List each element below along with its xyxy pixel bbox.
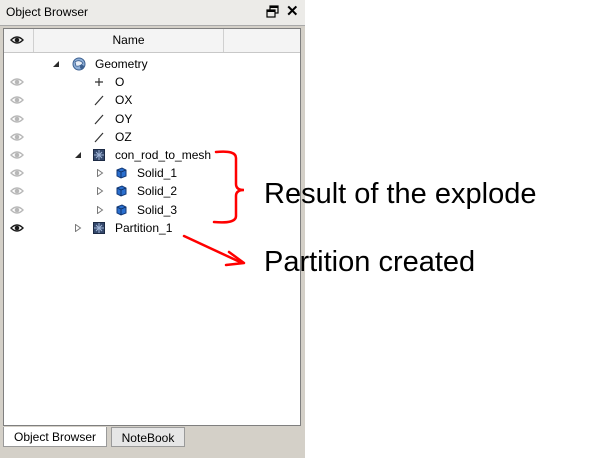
tree-item[interactable]: Solid_2 [4,182,300,200]
eye-icon[interactable] [10,114,24,124]
partition-arrow-line [182,234,242,264]
collapse-arrow-icon[interactable] [52,60,60,68]
tree-item[interactable]: O [4,73,300,91]
eye-icon[interactable] [10,186,24,196]
eye-icon[interactable] [10,150,24,160]
tree-item[interactable]: Solid_1 [4,164,300,182]
solid-icon [116,204,127,216]
tree-item[interactable]: OZ [4,128,300,146]
visibility-column-header[interactable] [4,29,34,52]
tree-item-label: OX [115,93,133,108]
tree-item[interactable]: Geometry [4,55,300,73]
tree-item-label: Solid_2 [137,184,178,199]
vector-icon [94,132,104,143]
name-column-header[interactable]: Name [34,29,224,52]
eye-icon[interactable] [10,77,24,87]
tree-item-label: con_rod_to_mesh [115,148,212,162]
tree-item-label: Geometry [95,57,148,71]
close-icon[interactable]: ✕ [286,3,299,20]
eye-icon[interactable] [10,223,24,233]
eye-icon[interactable] [10,168,24,178]
eye-icon[interactable] [10,205,24,215]
eye-icon [10,36,24,44]
tree-item-label: Solid_3 [137,202,178,217]
tree-item[interactable]: OX [4,91,300,109]
tree-item[interactable]: Partition_1 [4,219,300,237]
compound-icon [93,221,105,234]
tab-bar: Object Browser NoteBook [3,427,301,449]
panel-title: Object Browser [6,5,89,19]
solid-icon [116,167,127,179]
tree-item-label: Partition_1 [115,220,173,235]
solid-icon [116,185,127,197]
explode-brace [212,150,245,224]
expand-arrow-icon[interactable] [74,223,82,232]
title-bar: Object Browser ✕ [0,0,305,26]
partition-annotation: Partition created [264,246,476,278]
tree-item[interactable]: Solid_3 [4,201,300,219]
tab-notebook[interactable]: NoteBook [111,427,185,447]
float-window-icon[interactable] [266,5,279,18]
eye-icon[interactable] [10,132,24,142]
expand-arrow-icon[interactable] [96,187,104,196]
tab-object-browser[interactable]: Object Browser [3,427,107,447]
partition-arrow-head [224,250,246,267]
tree-item-label: OY [115,111,133,126]
vector-icon [94,114,104,124]
status-strip [0,450,305,458]
expand-arrow-icon[interactable] [96,205,104,214]
tree-header: Name [4,29,300,53]
tree-item-label: Solid_1 [137,166,178,181]
explode-annotation: Result of the explode [264,178,537,210]
expand-arrow-icon[interactable] [96,169,104,178]
vector-icon [94,95,104,106]
tree-item[interactable]: con_rod_to_mesh [4,146,300,164]
point-icon [95,78,103,87]
tree-item-label: OZ [115,129,132,144]
eye-icon[interactable] [10,95,24,105]
compound-icon [93,149,105,161]
geometry-component-icon [72,57,86,71]
tree-item-label: O [115,75,125,90]
tree-item[interactable]: OY [4,110,300,128]
collapse-arrow-icon[interactable] [74,151,82,159]
